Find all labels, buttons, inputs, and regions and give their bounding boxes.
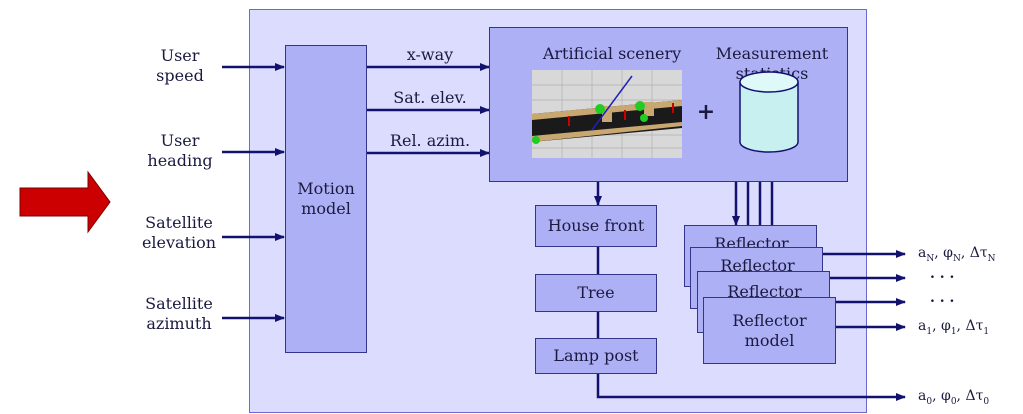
input-label: azimuth — [146, 314, 212, 333]
output-0: a0, φ0, Δτ0 — [918, 388, 990, 407]
reflector-model-box: Reflector model — [703, 297, 836, 364]
input-label: Satellite — [145, 294, 213, 313]
input-label: User — [160, 46, 200, 65]
artificial-scenery-label: Artificial scenery — [542, 44, 682, 63]
signal-sat-elev: Sat. elev. — [393, 88, 467, 107]
input-label: heading — [147, 151, 213, 170]
lamp-post-box: Lamp post — [535, 338, 657, 374]
reflector-label: Reflector — [727, 282, 802, 301]
red-arrow-icon — [19, 170, 111, 234]
database-icon — [739, 71, 799, 153]
motion-model-label: model — [301, 199, 351, 218]
input-label: elevation — [141, 233, 217, 252]
measurement-label: Measurement — [715, 44, 829, 63]
output-ellipsis-2: . . . — [930, 290, 955, 306]
output-ellipsis-1: . . . — [930, 266, 955, 282]
arrow-to-output-0 — [596, 374, 906, 401]
output-1: a1, φ1, Δτ1 — [918, 318, 990, 337]
artificial-scenery-image — [532, 70, 682, 158]
input-label: Satellite — [145, 213, 213, 232]
input-label: speed — [156, 66, 204, 85]
house-front-box: House front — [535, 205, 657, 247]
tree-box: Tree — [535, 274, 657, 312]
input-sat-azimuth: Satellite azimuth — [134, 294, 224, 334]
input-user-heading: User heading — [140, 131, 220, 171]
reflector-label: Reflector — [720, 256, 795, 275]
plus-sign: + — [696, 99, 716, 125]
reflector-model-label: Reflector — [732, 310, 807, 330]
motion-model-box: Motion model — [285, 45, 367, 353]
motion-model-label: Motion — [297, 179, 355, 198]
scenery-box: Artificial scenery Measurement statistic… — [489, 27, 848, 182]
input-sat-elevation: Satellite elevation — [134, 213, 224, 253]
reflector-model-label: model — [744, 330, 795, 350]
signal-x-way: x-way — [406, 45, 454, 64]
input-user-speed: User speed — [140, 46, 220, 86]
signal-rel-azim: Rel. azim. — [389, 131, 471, 150]
output-n: aN, φN, ΔτN — [918, 245, 996, 264]
input-label: User — [160, 131, 200, 150]
